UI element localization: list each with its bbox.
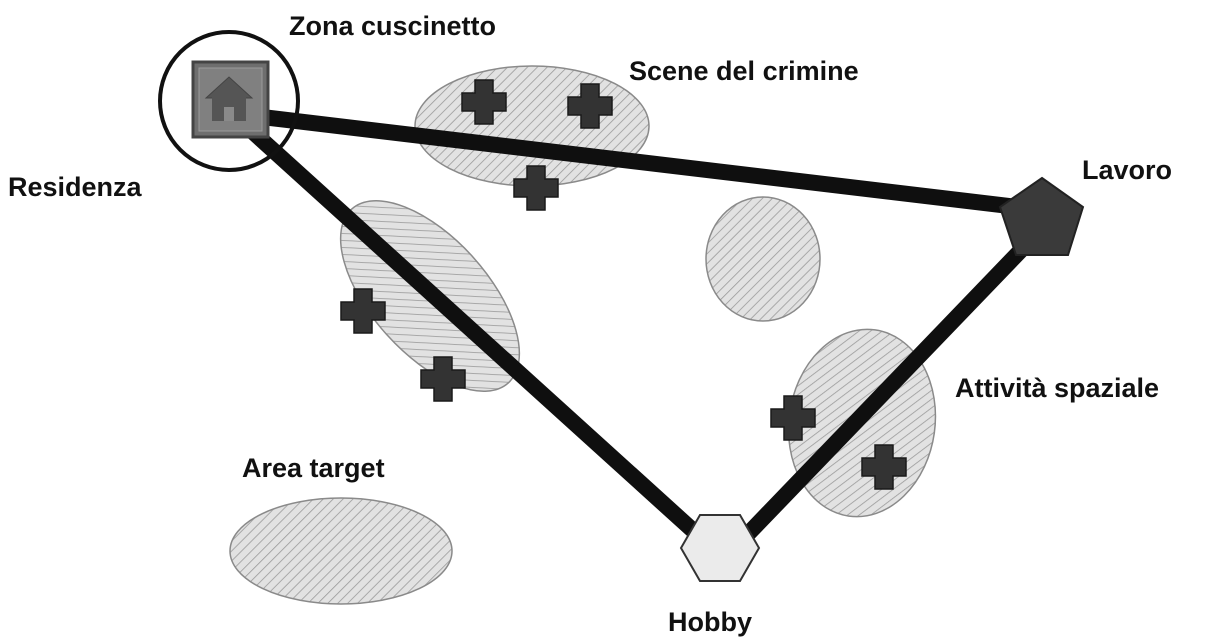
buffer-zone-circle — [158, 30, 300, 172]
target-area-ellipse — [229, 497, 453, 605]
pentagon-icon — [998, 176, 1085, 256]
crime-scenes-label: Scene del crimine — [629, 56, 859, 86]
target-area-label: Area target — [242, 453, 385, 483]
residence-label: Residenza — [8, 172, 142, 202]
buffer-zone-label: Zona cuscinetto — [289, 11, 497, 41]
hobby-label: Hobby — [668, 607, 752, 637]
hexagon-icon — [679, 514, 761, 582]
activity-paths — [247, 109, 1032, 551]
path-residence-work — [261, 109, 1027, 216]
path-work-hobby — [740, 239, 1032, 542]
hatched-areas — [229, 65, 937, 605]
isolated-area — [705, 196, 821, 322]
house-icon — [191, 60, 270, 139]
path-residence-hobby — [247, 126, 715, 551]
spatial-activity-label: Attività spaziale — [955, 373, 1160, 403]
work-label: Lavoro — [1082, 155, 1173, 185]
